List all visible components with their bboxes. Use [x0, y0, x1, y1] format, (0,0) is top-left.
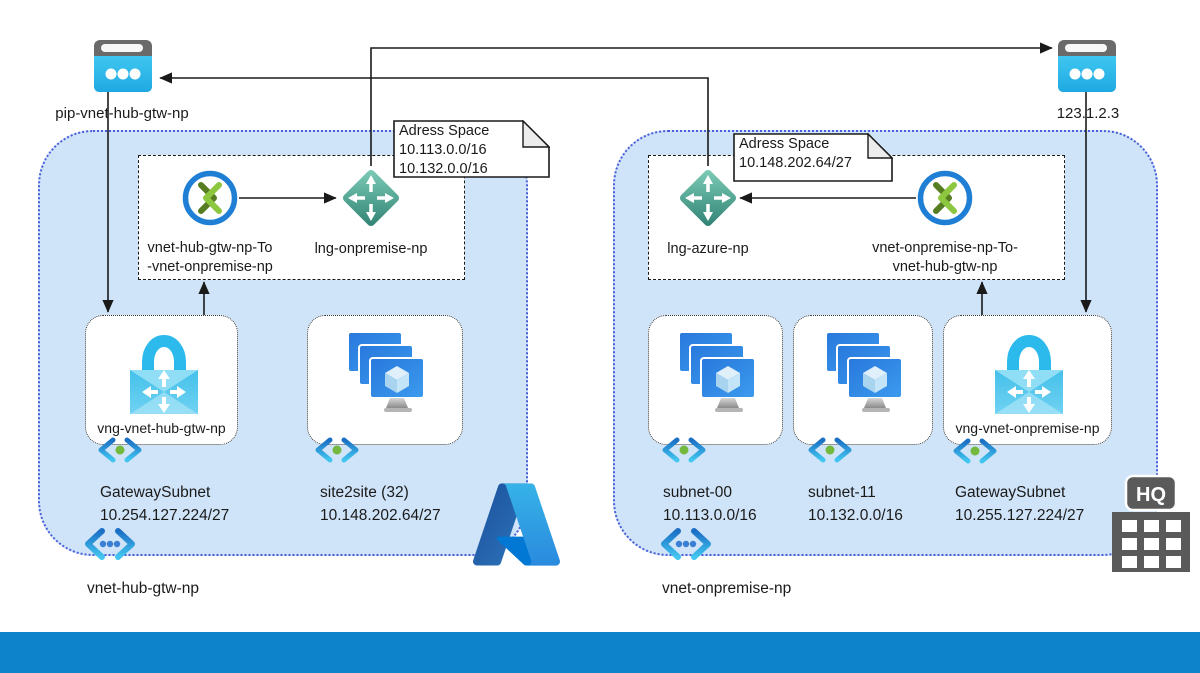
onprem-connection-label: vnet-onpremise-np-To- vnet-hub-gtw-np [872, 240, 1018, 275]
note-title: Adress Space [739, 136, 830, 152]
vnet-icon [85, 528, 135, 560]
hub-vng-label: vng-vnet-hub-gtw-np [97, 420, 226, 436]
vpn-gateway-lock-icon [130, 334, 198, 414]
subnet-icon [662, 437, 706, 463]
subnet-icon [315, 437, 359, 463]
connection-icon [182, 170, 238, 226]
hub-address-space-note: Adress Space 10.113.0.0/16 10.132.0.0/16 [393, 120, 550, 178]
vm-stack-icon [825, 331, 903, 412]
wire-hub-lng-to-remote-pip [370, 42, 1053, 166]
onprem-subnet00-caption: subnet-00 10.113.0.0/16 [663, 484, 757, 524]
onprem-lng-label: lng-azure-np [667, 241, 749, 257]
hub-vm-subnet-caption: site2site (32) 10.148.202.64/27 [320, 484, 441, 524]
pip-left-label: pip-vnet-hub-gtw-np [55, 105, 189, 122]
footer-bar [0, 632, 1200, 673]
onprem-address-space-note: Adress Space 10.148.202.64/27 [733, 133, 893, 182]
onprem-vnet-name: vnet-onpremise-np [662, 580, 792, 597]
hq-label: HQ [1136, 484, 1166, 506]
subnet-icon [953, 438, 997, 464]
note-title: Adress Space [399, 123, 490, 139]
hub-vm-subnet-box [307, 315, 463, 445]
pip-right-label: 123.1.2.3 [1056, 105, 1120, 122]
hq-building-icon: HQ [1112, 474, 1190, 572]
onprem-subnet11-box [793, 315, 933, 445]
hub-connection-label: vnet-hub-gtw-np-To -vnet-onpremise-np [147, 240, 273, 275]
onprem-subnet11-caption: subnet-11 10.132.0.0/16 [808, 484, 903, 524]
vnet-icon [661, 528, 711, 560]
subnet-icon [98, 437, 142, 463]
wire-onprem-lng-to-hub-pip [159, 72, 709, 166]
vm-stack-icon [678, 331, 756, 412]
hub-vnet-name: vnet-hub-gtw-np [87, 580, 200, 597]
connection-icon [917, 170, 973, 226]
note-line: 10.113.0.0/16 [399, 142, 487, 158]
hub-gateway-subnet-box: vng-vnet-hub-gtw-np [85, 315, 238, 445]
onprem-gateway-subnet-box: vng-vnet-onpremise-np [943, 315, 1112, 445]
hub-gateway-subnet-caption: GatewaySubnet 10.254.127.224/27 [100, 484, 230, 524]
hub-lng-label: lng-onpremise-np [314, 241, 428, 257]
local-network-gateway-icon [342, 169, 400, 227]
note-line: 10.132.0.0/16 [399, 161, 488, 177]
local-network-gateway-icon [679, 169, 737, 227]
vm-stack-icon [347, 331, 425, 412]
azure-logo [473, 483, 560, 566]
onprem-subnet00-box [648, 315, 783, 445]
public-ip-icon [94, 40, 152, 92]
onprem-vng-label: vng-vnet-onpremise-np [955, 420, 1100, 436]
subnet-icon [808, 437, 852, 463]
note-line: 10.148.202.64/27 [739, 155, 852, 171]
public-ip-icon [1058, 40, 1116, 92]
vpn-gateway-lock-icon [995, 334, 1063, 414]
onprem-gateway-subnet-caption: GatewaySubnet 10.255.127.224/27 [955, 484, 1085, 524]
